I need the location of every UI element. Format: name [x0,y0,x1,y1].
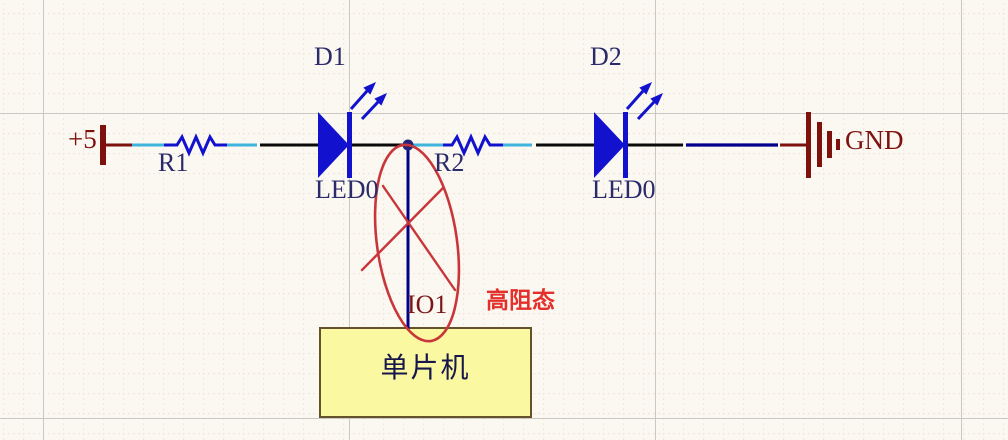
power-bar [100,125,106,165]
mcu-box [319,327,532,418]
gnd-bar-1 [806,112,811,178]
gnd-net-label: GND [845,125,904,155]
gnd-bar-4 [836,139,840,150]
light-arrow [636,100,656,121]
light-arrow [349,90,369,110]
led-d2-symbol [594,82,663,178]
resistor-r2-zigzag [443,133,503,157]
light-arrow-head [650,93,663,106]
gnd-bar-3 [827,131,832,158]
led-d1-designator: D1 [314,42,346,71]
annotation-markup [360,143,461,343]
power-net-label: +5 [68,124,97,154]
gnd-symbol [806,112,840,178]
light-arrow [625,90,645,110]
resistor-r2-designator: R2 [434,148,465,177]
light-arrow-head [363,82,376,95]
led-d1-symbol [318,82,387,178]
led-d2-value: LED0 [592,175,656,204]
io1-net-label: IO1 [407,290,448,319]
led-cathode-bar [347,112,352,178]
power-terminal [100,125,133,165]
annotation-cross-line [381,184,457,292]
annotation-ellipse [373,143,461,343]
resistor-r1-zigzag [164,133,227,157]
led-d1-value: LED0 [315,175,379,204]
wire-main-net [132,133,806,157]
light-arrow-head [374,93,387,106]
light-arrow-head [639,82,652,95]
led-triangle [594,112,625,178]
resistor-r1-designator: R1 [158,148,189,177]
led-triangle [318,112,349,178]
mcu-box-label: 单片机 [380,353,471,384]
led-d2-designator: D2 [590,42,622,71]
annotation-cross-line [360,186,445,272]
gnd-bar-2 [817,122,822,167]
high-impedance-annotation: 高阻态 [486,287,555,313]
led-cathode-bar [623,112,628,178]
light-arrow [360,100,380,121]
